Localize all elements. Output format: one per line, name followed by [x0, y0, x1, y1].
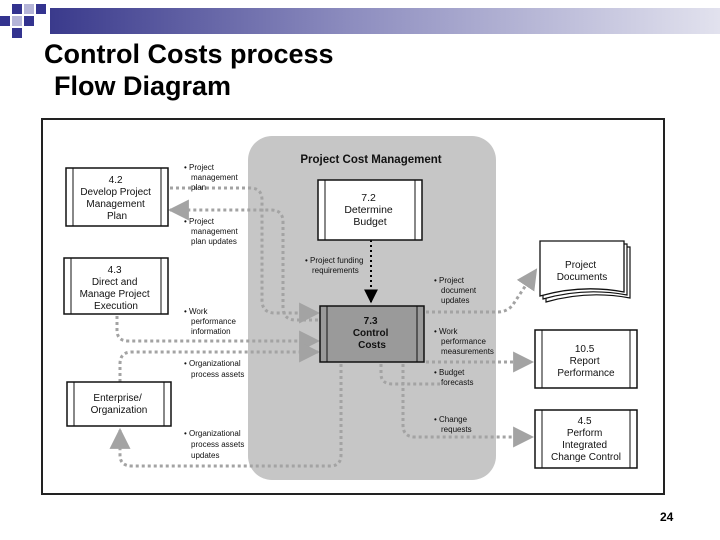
label-budget-forecasts: • Budget forecasts	[434, 368, 473, 387]
deco-square	[24, 16, 34, 26]
process-box-develop-pm-plan: 4.2 Develop Project Management Plan	[65, 167, 169, 227]
connector-work-performance-info	[115, 316, 321, 352]
label-org-assets-updates: • Organizational process assets updates	[184, 429, 247, 460]
process-box-integrated-change-control: 4.5 Perform Integrated Change Control	[534, 409, 638, 469]
label-org-process-assets: • Organizational process assets	[184, 359, 244, 379]
slide-number: 24	[660, 510, 674, 524]
deco-square	[12, 28, 22, 38]
deco-square	[36, 4, 46, 14]
deco-square	[12, 16, 22, 26]
connector-pm-plan-updates	[167, 199, 318, 322]
svg-text:Project Documents: Project Documents	[557, 260, 608, 283]
label-funding-requirements: • Project funding requirements	[305, 256, 366, 275]
deco-square	[0, 16, 10, 26]
slide-title: Control Costs process Flow Diagram	[44, 38, 334, 102]
connector-document-updates	[426, 268, 538, 314]
corner-decoration	[0, 0, 60, 40]
connector-change-requests	[401, 364, 535, 448]
process-box-report-performance: 10.5 Report Performance	[534, 329, 638, 389]
deco-square	[24, 4, 34, 14]
svg-text:7.2 Determine Budg: 7.2 Determine Budget	[344, 192, 395, 228]
svg-text:4.3 Direct and Man: 4.3 Direct and Manage Project Execution	[80, 265, 153, 312]
svg-text:10.5 Report Perfor: 10.5 Report Performance	[557, 344, 615, 379]
connector-org-assets-updates	[109, 364, 343, 468]
svg-text:4.5 Perform Integr: 4.5 Perform Integrated Change Control	[551, 416, 621, 463]
svg-text:Enterprise/ Organization: Enterprise/ Organization	[91, 393, 148, 416]
svg-text:7.3 Control Costs: 7.3 Control Costs	[353, 316, 391, 351]
process-box-determine-budget: 7.2 Determine Budget	[317, 179, 423, 241]
slide-title-line-1: Control Costs process	[44, 39, 334, 69]
slide-title-line-2: Flow Diagram	[54, 71, 232, 101]
connector-org-process-assets	[118, 341, 321, 382]
deco-square	[12, 4, 22, 14]
connector-pm-plan	[170, 186, 321, 324]
title-gradient-bar	[50, 8, 720, 34]
connector-budget-forecasts	[379, 364, 440, 386]
label-document-updates: • Project document updates	[434, 276, 478, 305]
knowledge-area-title: Project Cost Management	[300, 154, 441, 166]
label-pm-plan: • Project management plan	[184, 163, 240, 192]
label-change-requests: • Change requests	[434, 415, 472, 434]
process-box-control-costs: 7.3 Control Costs	[319, 305, 425, 363]
process-box-direct-manage-execution: 4.3 Direct and Manage Project Execution	[63, 257, 169, 315]
entity-box-enterprise-organization: Enterprise/ Organization	[66, 381, 172, 427]
label-work-performance-measurements: • Work performance measurements	[434, 327, 494, 356]
connectors	[109, 186, 538, 468]
svg-text:4.2 Develop Project: 4.2 Develop Project Management Plan	[80, 175, 153, 222]
document-stack-project-documents: Project Documents	[539, 240, 631, 303]
label-work-performance-info: • Work performance information	[184, 307, 238, 336]
label-pm-plan-updates: • Project management plan updates	[184, 217, 240, 246]
flow-labels: • Project management plan • Project mana…	[184, 163, 494, 460]
